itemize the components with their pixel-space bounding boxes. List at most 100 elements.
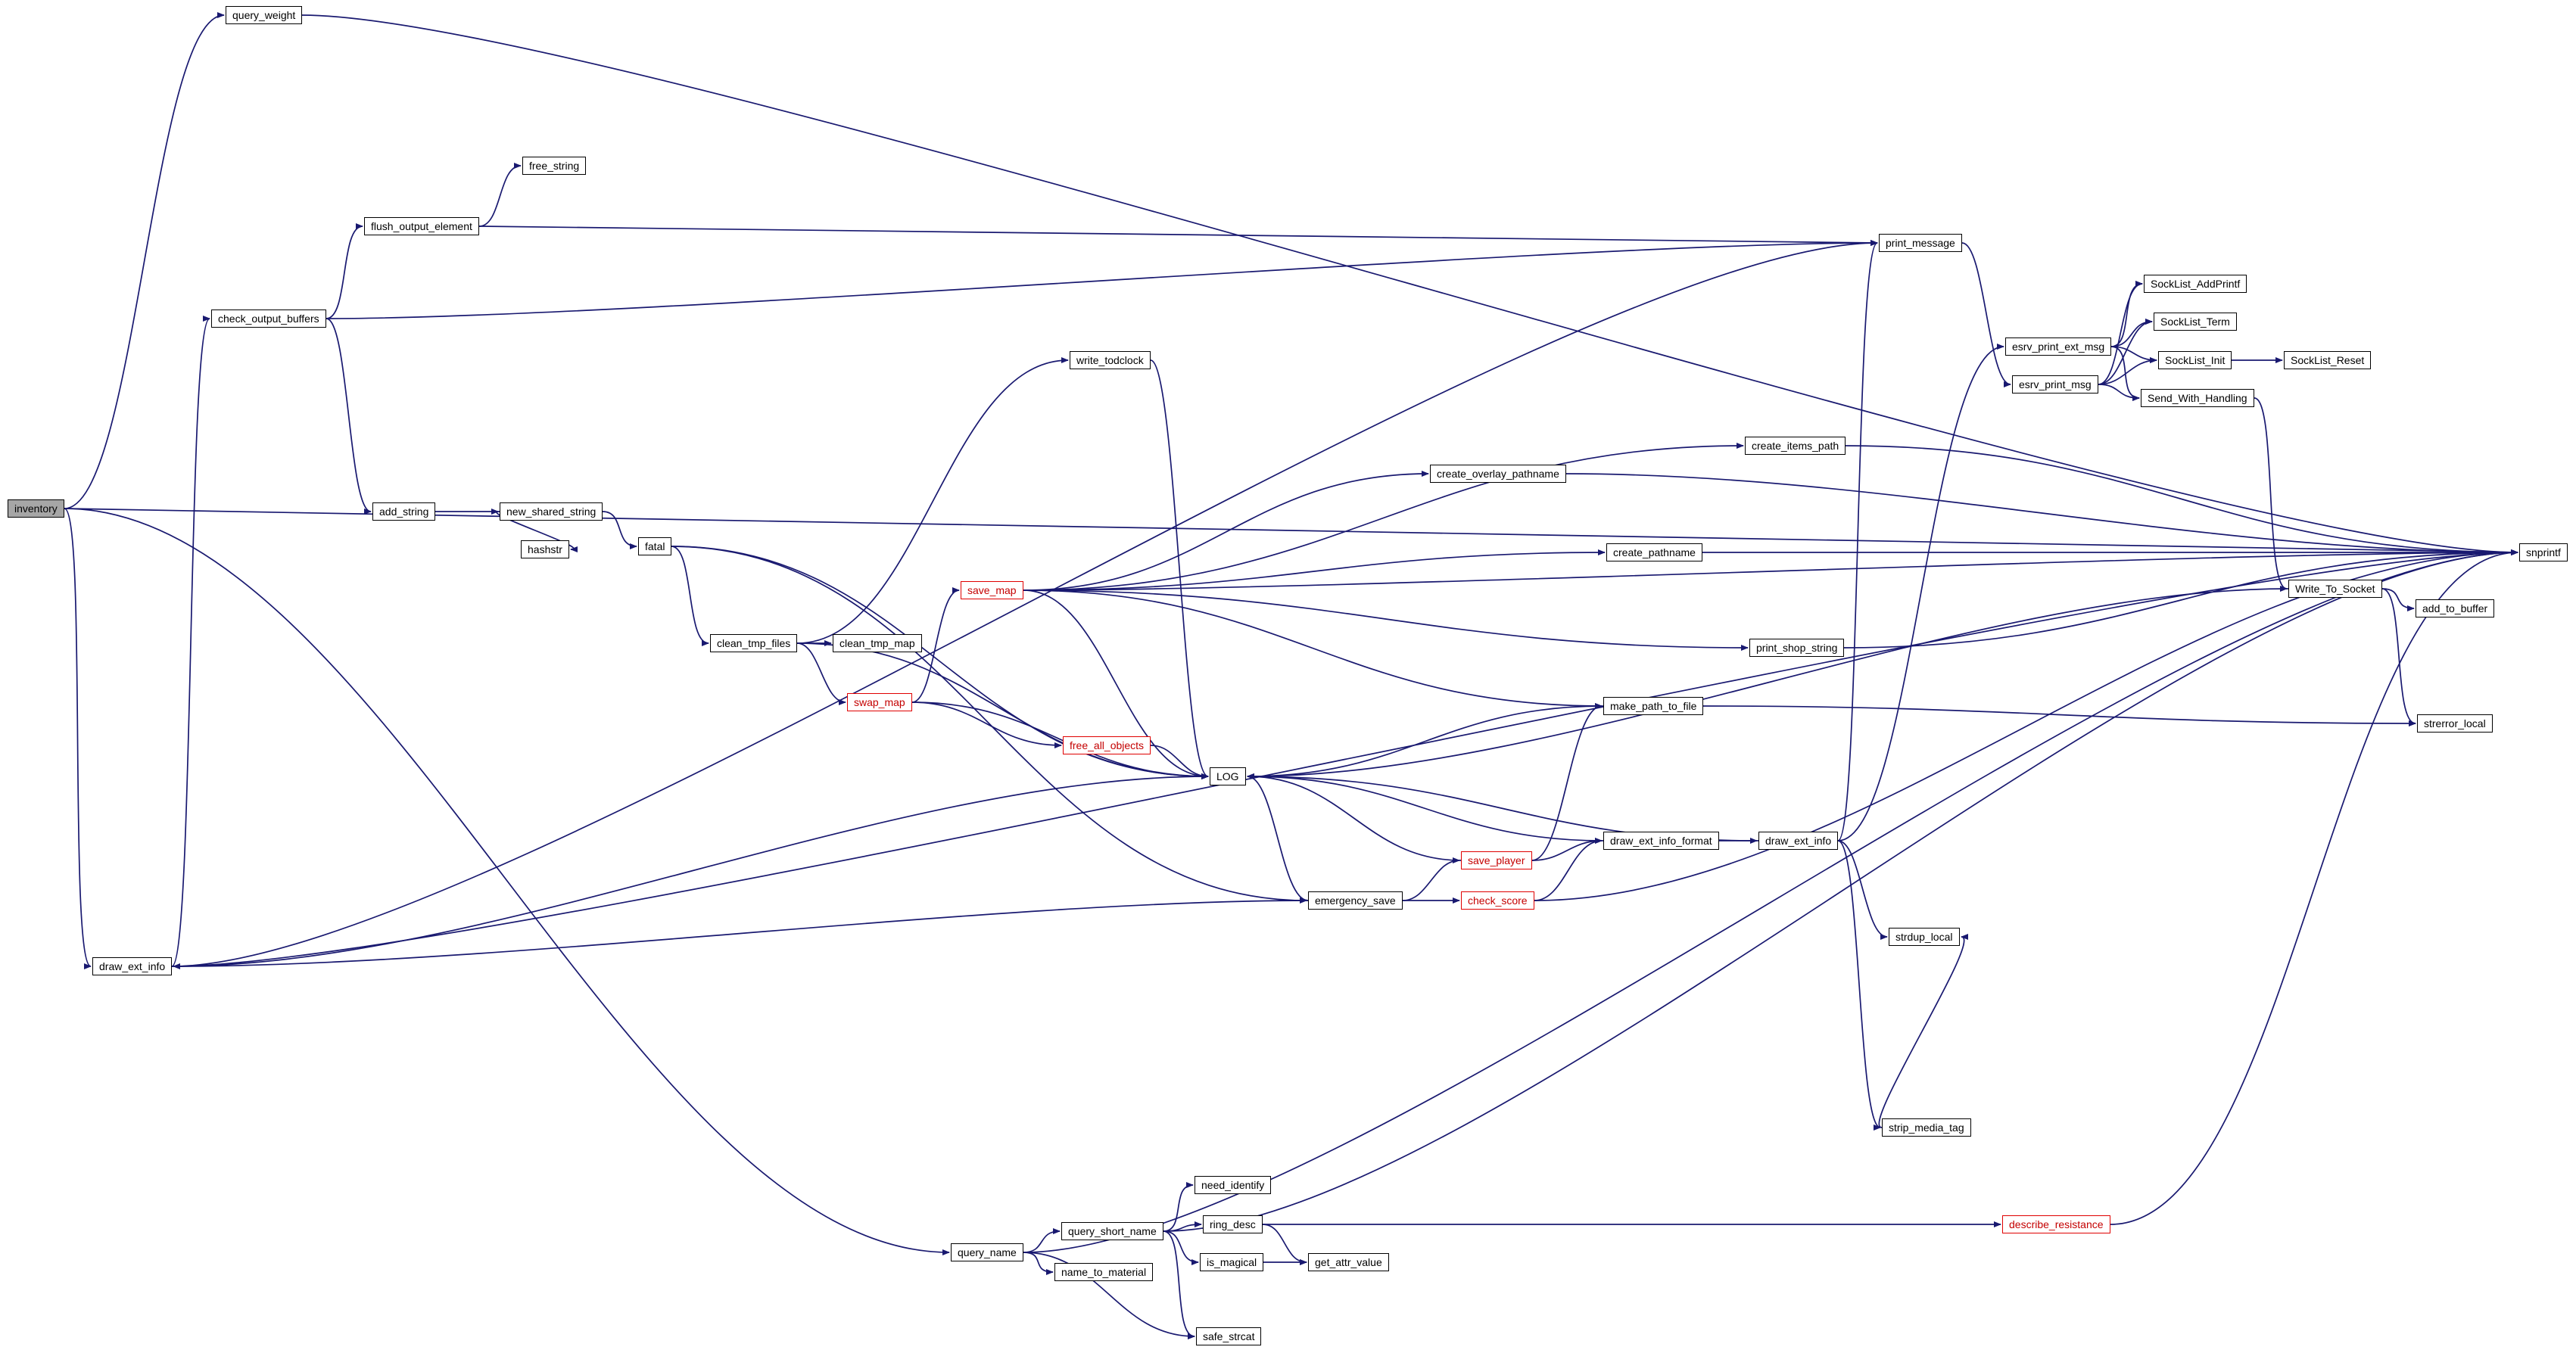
graph-node-log[interactable]: LOG <box>1210 767 1246 785</box>
call-edge-query_short_name-to-is_magical <box>1163 1230 1199 1265</box>
call-edge-flush_output_element-to-free_string <box>478 163 522 227</box>
call-edge-make_path_to_file-to-log <box>1247 705 1604 779</box>
graph-node-check_output_buffers[interactable]: check_output_buffers <box>211 310 326 328</box>
call-edge-send_with_handling-to-write_to_socket <box>2254 397 2288 592</box>
graph-node-draw_ext_info_l[interactable]: draw_ext_info <box>92 957 173 975</box>
call-edge-query_name-to-snprintf <box>1023 549 2518 1253</box>
call-edge-ring_desc-to-get_attr_value <box>1262 1224 1307 1265</box>
call-edge-draw_ext_info_format-to-log <box>1247 773 1604 841</box>
call-edge-emergency_save-to-draw_ext_info_l <box>173 900 1309 969</box>
graph-node-print_shop_string[interactable]: print_shop_string <box>1749 639 1845 657</box>
graph-node-inv[interactable]: inventory <box>8 499 64 518</box>
call-edge-draw_ext_info_r-to-esrv_print_ext_msg <box>1837 344 2004 841</box>
graph-node-safe_strcat[interactable]: safe_strcat <box>1196 1327 1262 1345</box>
call-edge-describe_resistance-to-snprintf <box>2110 549 2518 1225</box>
call-edge-emergency_save-to-log <box>1247 773 1309 901</box>
graph-node-create_items_path[interactable]: create_items_path <box>1745 437 1846 455</box>
call-edge-draw_ext_info_l-to-print_message <box>171 240 1878 967</box>
graph-node-esrv_print_msg[interactable]: esrv_print_msg <box>2012 375 2098 393</box>
graph-node-strip_media_tag[interactable]: strip_media_tag <box>1882 1118 1971 1137</box>
call-edge-create_items_path-to-snprintf <box>1845 445 2518 555</box>
call-edge-draw_ext_info_r-to-strdup_local <box>1837 840 1888 940</box>
call-edge-new_shared_string-to-hashstr <box>496 511 578 552</box>
graph-node-add_string[interactable]: add_string <box>372 502 436 521</box>
call-edge-query_weight-to-snprintf <box>301 14 2518 555</box>
call-edge-esrv_print_msg-to-socklist_term <box>2098 319 2153 385</box>
call-edge-query_short_name-to-safe_strcat <box>1163 1230 1195 1339</box>
graph-node-free_all_objects[interactable]: free_all_objects <box>1063 736 1151 754</box>
graph-node-query_name[interactable]: query_name <box>951 1243 1023 1261</box>
call-edge-draw_ext_info_r-to-print_message <box>1837 240 1878 841</box>
call-edge-clean_tmp_files-to-write_todclock <box>796 357 1069 644</box>
call-edge-esrv_print_ext_msg-to-socklist_addprintf <box>2110 281 2143 347</box>
graph-node-get_attr_value[interactable]: get_attr_value <box>1308 1253 1389 1271</box>
call-edge-new_shared_string-to-fatal <box>602 511 637 549</box>
graph-node-check_score[interactable]: check_score <box>1461 891 1534 910</box>
call-edge-create_overlay_pathname-to-snprintf <box>1565 473 2518 555</box>
graph-node-need_identify[interactable]: need_identify <box>1195 1176 1272 1194</box>
call-edge-strip_media_tag-to-strdup_local <box>1878 934 1969 1128</box>
graph-node-flush_output_element[interactable]: flush_output_element <box>364 217 479 235</box>
call-edge-flush_output_element-to-print_message <box>478 226 1878 246</box>
graph-node-create_overlay_pathname[interactable]: create_overlay_pathname <box>1430 465 1566 483</box>
call-edge-check_score-to-snprintf <box>1534 549 2518 901</box>
call-edge-check_output_buffers-to-print_message <box>326 240 1878 319</box>
graph-node-draw_ext_info_r[interactable]: draw_ext_info <box>1758 832 1839 850</box>
graph-node-write_todclock[interactable]: write_todclock <box>1070 351 1151 369</box>
call-edge-query_name-to-query_short_name <box>1023 1228 1061 1253</box>
graph-node-describe_resistance[interactable]: describe_resistance <box>2002 1215 2110 1233</box>
graph-node-print_message[interactable]: print_message <box>1879 234 1962 252</box>
graph-node-create_pathname[interactable]: create_pathname <box>1606 543 1702 561</box>
graph-node-write_to_socket[interactable]: Write_To_Socket <box>2288 580 2382 598</box>
graph-node-strerror_local[interactable]: strerror_local <box>2417 714 2493 733</box>
graph-node-esrv_print_ext_msg[interactable]: esrv_print_ext_msg <box>2005 338 2112 356</box>
graph-node-socklist_reset[interactable]: SockList_Reset <box>2284 351 2372 369</box>
call-edge-fatal-to-clean_tmp_files <box>671 546 709 646</box>
call-edge-swap_map-to-free_all_objects <box>911 701 1062 748</box>
call-edge-swap_map-to-save_map <box>911 587 960 703</box>
graph-node-swap_map[interactable]: swap_map <box>847 693 912 711</box>
graph-node-socklist_term[interactable]: SockList_Term <box>2154 313 2237 331</box>
graph-node-save_map[interactable]: save_map <box>961 581 1023 599</box>
graph-node-add_to_buffer[interactable]: add_to_buffer <box>2416 599 2495 617</box>
call-edge-save_map-to-create_items_path <box>1023 443 1744 591</box>
call-edge-draw_ext_info_r-to-strip_media_tag <box>1837 840 1881 1131</box>
graph-node-query_short_name[interactable]: query_short_name <box>1061 1222 1163 1240</box>
graph-node-is_magical[interactable]: is_magical <box>1200 1253 1264 1271</box>
graph-node-ring_desc[interactable]: ring_desc <box>1203 1215 1263 1233</box>
call-edge-save_map-to-make_path_to_file <box>1023 589 1603 709</box>
graph-node-new_shared_string[interactable]: new_shared_string <box>500 502 603 521</box>
graph-node-query_weight[interactable]: query_weight <box>226 6 303 24</box>
graph-node-emergency_save[interactable]: emergency_save <box>1308 891 1403 910</box>
call-edge-swap_map-to-log <box>911 701 1209 779</box>
call-edge-query_name-to-safe_strcat <box>1023 1252 1195 1339</box>
call-edge-emergency_save-to-save_player <box>1402 857 1460 901</box>
graph-node-snprintf[interactable]: snprintf <box>2519 543 2568 561</box>
graph-node-draw_ext_info_format[interactable]: draw_ext_info_format <box>1603 832 1719 850</box>
call-edge-write_to_socket-to-strerror_local <box>2381 588 2416 726</box>
graph-node-strdup_local[interactable]: strdup_local <box>1889 928 1960 946</box>
graph-node-make_path_to_file[interactable]: make_path_to_file <box>1603 697 1704 715</box>
graph-node-socklist_init[interactable]: SockList_Init <box>2158 351 2232 369</box>
graph-node-socklist_addprintf[interactable]: SockList_AddPrintf <box>2144 275 2247 293</box>
call-edge-save_player-to-make_path_to_file <box>1531 703 1603 861</box>
graph-node-hashstr[interactable]: hashstr <box>521 540 569 558</box>
graph-node-clean_tmp_files[interactable]: clean_tmp_files <box>710 634 798 652</box>
graph-node-clean_tmp_map[interactable]: clean_tmp_map <box>833 634 922 652</box>
graph-node-name_to_material[interactable]: name_to_material <box>1054 1263 1154 1281</box>
graph-node-fatal[interactable]: fatal <box>638 537 672 555</box>
call-edge-save_map-to-print_shop_string <box>1023 589 1749 651</box>
call-edge-save_map-to-create_pathname <box>1023 549 1606 591</box>
call-edge-write_to_socket-to-log <box>1247 588 2289 779</box>
call-edge-save_map-to-log <box>1023 589 1209 779</box>
graph-node-save_player[interactable]: save_player <box>1461 851 1532 869</box>
call-edge-write_to_socket-to-add_to_buffer <box>2381 588 2415 611</box>
graph-node-free_string[interactable]: free_string <box>522 157 587 175</box>
graph-node-send_with_handling[interactable]: Send_With_Handling <box>2141 389 2254 407</box>
call-edge-inv-to-draw_ext_info_l <box>64 508 92 969</box>
call-edge-esrv_print_msg-to-send_with_handling <box>2098 384 2140 401</box>
call-edge-esrv_print_msg-to-socklist_init <box>2098 357 2157 385</box>
call-edge-draw_ext_info_l-to-log <box>171 773 1209 967</box>
